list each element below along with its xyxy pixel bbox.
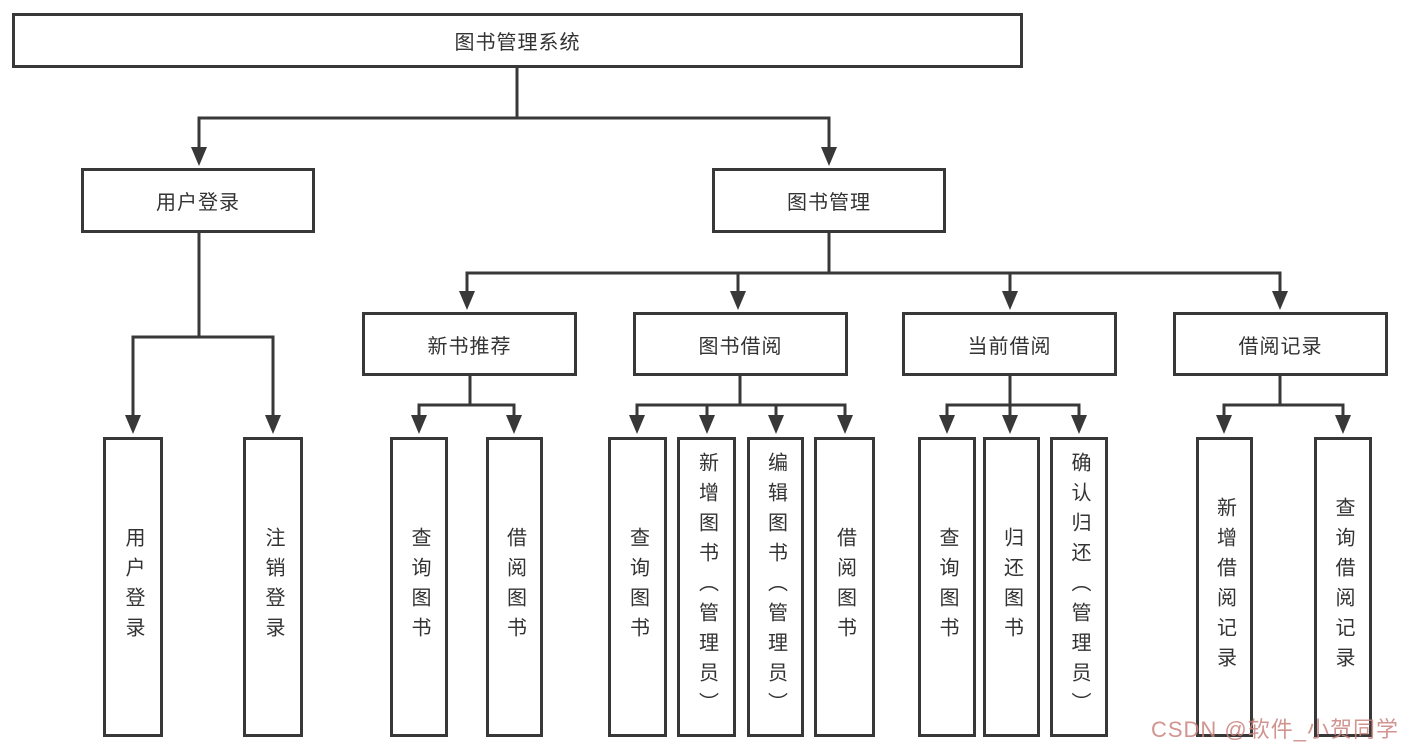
leaf-label: 新增借阅记录 [1213, 497, 1236, 677]
leaf-borrow-book: 借阅图书 [814, 437, 875, 737]
leaf-add-book-admin: 新增图书（管理员） [677, 437, 736, 737]
leaf-label: 编辑图书（管理员） [764, 452, 787, 722]
leaf-label: 借阅图书 [503, 527, 526, 647]
node-current-borrow: 当前借阅 [902, 312, 1117, 376]
leaf-add-borrow-record: 新增借阅记录 [1196, 437, 1253, 737]
leaf-edit-book-admin: 编辑图书（管理员） [747, 437, 804, 737]
leaf-query-borrow-record: 查询借阅记录 [1314, 437, 1372, 737]
node-user-login: 用户登录 [81, 168, 315, 233]
leaf-label: 查询图书 [408, 527, 430, 647]
leaf-label: 归还图书 [1000, 527, 1023, 647]
node-label: 当前借阅 [967, 335, 1052, 358]
node-label: 图书管理 [787, 192, 871, 214]
leaf-label: 借阅图书 [833, 527, 856, 647]
leaf-label: 查询图书 [626, 527, 649, 647]
node-library-management-system: 图书管理系统 [12, 13, 1023, 68]
node-label: 图书管理系统 [454, 32, 581, 54]
leaf-query-book-borrow: 查询图书 [608, 437, 667, 737]
leaf-label: 注销登录 [262, 527, 284, 647]
csdn-watermark: CSDN @软件_小贺同学 [1150, 717, 1399, 742]
node-label: 图书借阅 [698, 335, 783, 358]
leaf-query-book-current: 查询图书 [918, 437, 976, 737]
node-label: 用户登录 [156, 192, 240, 214]
arrowheads [125, 147, 1351, 434]
node-book-management: 图书管理 [712, 168, 946, 233]
leaf-confirm-return-admin: 确认归还（管理员） [1050, 437, 1108, 737]
leaf-label: 查询借阅记录 [1332, 497, 1354, 677]
leaf-user-login: 用户登录 [103, 437, 163, 737]
node-label: 新书推荐 [427, 335, 512, 358]
leaf-label: 新增图书（管理员） [695, 452, 718, 722]
node-borrow-record: 借阅记录 [1173, 312, 1388, 376]
leaf-label: 确认归还（管理员） [1068, 452, 1090, 722]
leaf-label: 查询图书 [936, 527, 958, 647]
leaf-query-book-recommend: 查询图书 [390, 437, 448, 737]
node-book-borrow: 图书借阅 [633, 312, 848, 376]
leaf-logout: 注销登录 [243, 437, 303, 737]
leaf-return-book: 归还图书 [983, 437, 1040, 737]
node-label: 借阅记录 [1238, 335, 1323, 358]
leaf-label: 用户登录 [122, 527, 144, 647]
leaf-borrow-book-recommend: 借阅图书 [486, 437, 543, 737]
node-new-book-recommend: 新书推荐 [362, 312, 577, 376]
